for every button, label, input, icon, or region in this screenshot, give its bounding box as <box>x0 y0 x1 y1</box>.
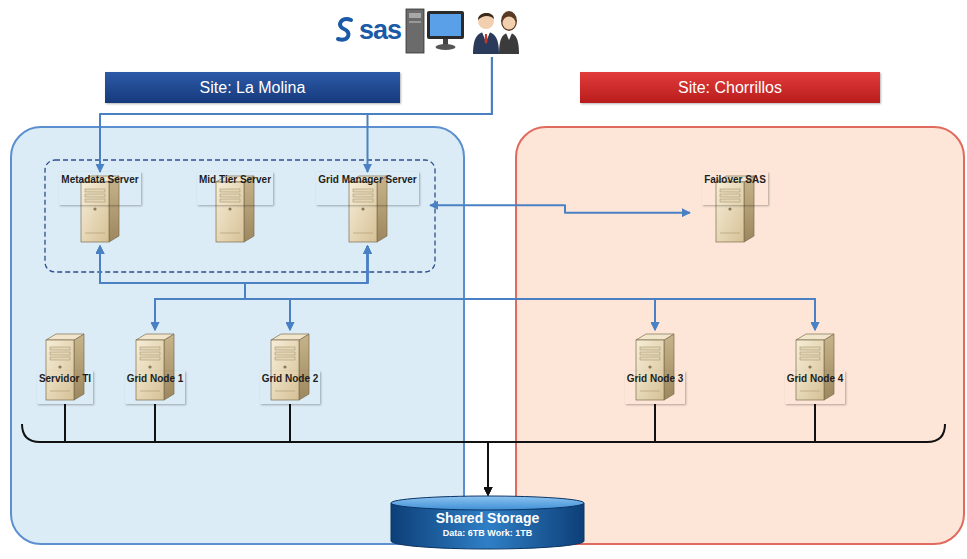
site-region-shape <box>516 127 964 544</box>
shared-storage: Shared StorageData: 6TB Work: 1TB <box>390 495 585 550</box>
connector <box>488 404 655 495</box>
site-region: Site: La MolinaMetadata ServerMid Tier S… <box>10 127 465 545</box>
server-icon <box>134 333 176 401</box>
sas-logo-mark <box>334 15 356 45</box>
users-icon <box>469 6 521 54</box>
storage-text: Data: 6TB Work: 1TB <box>443 527 532 539</box>
connector <box>430 205 690 212</box>
connector <box>290 404 488 495</box>
server-label: Grid Node 4 <box>785 371 846 404</box>
server: Grid Node 1 <box>115 330 195 404</box>
server: Failover SAS <box>690 172 780 246</box>
server: Grid Node 3 <box>615 330 695 404</box>
connector <box>100 246 290 330</box>
cluster-group-dashed <box>45 160 435 272</box>
connector <box>155 404 488 495</box>
server-icon <box>347 175 389 243</box>
storage-bracket <box>22 424 945 442</box>
storage-text: Shared Storage <box>436 510 539 527</box>
server-label: Grid Manager Server <box>316 172 418 205</box>
connector <box>155 246 368 330</box>
client-workstation: sas <box>330 3 525 57</box>
server-icon <box>79 175 121 243</box>
server: Servidor TI <box>25 330 105 404</box>
server: Metadata Server <box>50 172 150 246</box>
server-label: Grid Node 3 <box>625 371 686 404</box>
site-region: Site: ChorrillosFailover SASGrid Node 3G… <box>515 127 965 545</box>
site-region-shape <box>11 127 464 544</box>
connector <box>245 246 655 330</box>
server-icon <box>44 333 86 401</box>
server: Grid Node 4 <box>775 330 855 404</box>
connector <box>100 246 815 330</box>
connector <box>245 246 815 330</box>
server-icon <box>794 333 836 401</box>
server-label: Mid Tier Server <box>197 172 273 205</box>
server-icon <box>269 333 311 401</box>
connector <box>488 404 815 495</box>
connector <box>245 246 368 330</box>
connector <box>100 57 492 172</box>
connector <box>100 246 245 330</box>
site-header: Site: Chorrillos <box>580 72 880 103</box>
server-label: Failover SAS <box>702 172 768 205</box>
connector <box>100 246 655 330</box>
server: Grid Manager Server <box>305 172 430 246</box>
server-icon <box>214 175 256 243</box>
computer-icon <box>404 5 466 55</box>
server-icon <box>634 333 676 401</box>
server: Grid Node 2 <box>250 330 330 404</box>
server-label: Grid Node 1 <box>125 371 186 404</box>
logo-text: sas <box>359 14 401 46</box>
site-header: Site: La Molina <box>105 72 400 103</box>
server-label: Servidor TI <box>37 371 93 404</box>
server: Mid Tier Server <box>185 172 285 246</box>
connector <box>65 404 488 495</box>
server-label: Grid Node 2 <box>260 371 321 404</box>
server-label: Metadata Server <box>59 172 140 205</box>
server-icon <box>714 175 756 243</box>
